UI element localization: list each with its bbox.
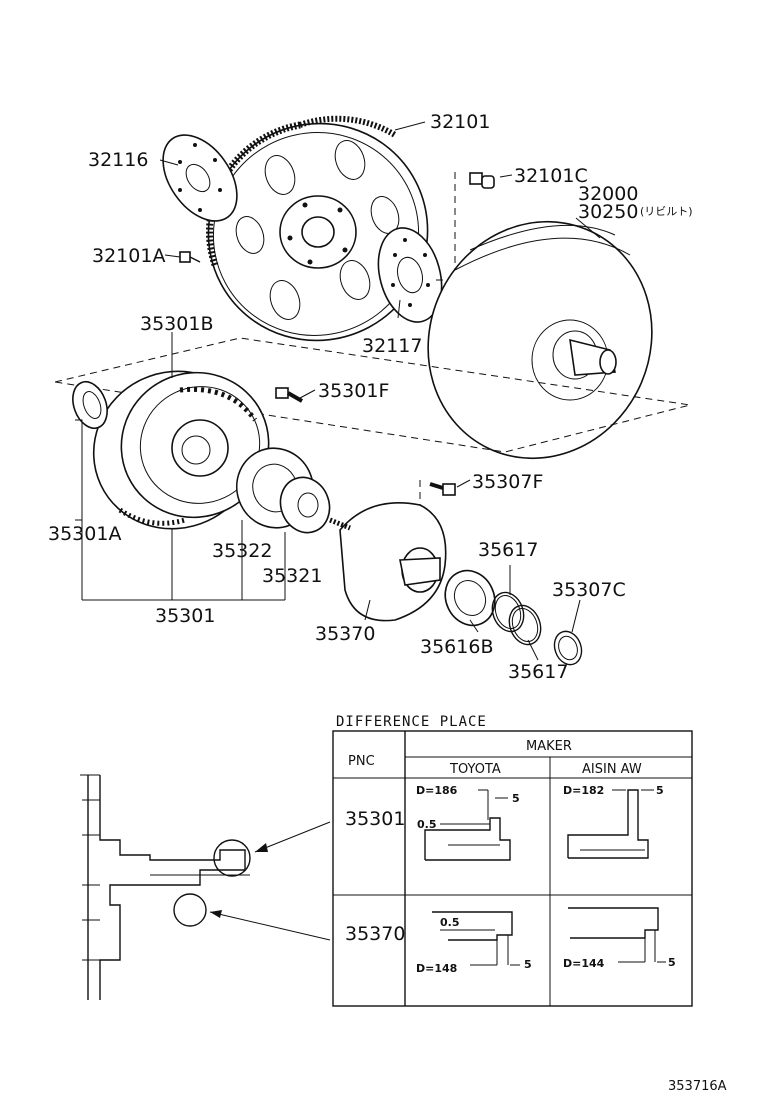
bolt-35301F — [275, 387, 303, 403]
assembly-outline — [54, 337, 691, 453]
label-35322: 35322 — [212, 540, 272, 562]
label-30250: 30250 — [578, 201, 638, 223]
label-32116: 32116 — [88, 149, 148, 171]
label-35301A: 35301A — [48, 523, 121, 545]
difference-table: DIFFERENCE PLACE PNC MAKER TOYOTA AISIN … — [332, 714, 693, 1007]
toyota-35370-d: D=148 — [416, 962, 457, 975]
aisin-35301-b: 5 — [656, 784, 664, 797]
pnc-35370: 35370 — [345, 923, 405, 945]
toyota-35301-d: D=186 — [416, 784, 458, 797]
figure-code: 353716A — [668, 1079, 727, 1094]
maker-aisin-header: AISIN AW — [582, 762, 642, 777]
part-labels: 32101 32116 32101C 32000 30250 (リビルト) 32… — [48, 111, 693, 683]
oil-seal-35301A — [72, 380, 108, 430]
toyota-35301-a: 0.5 — [417, 818, 437, 831]
aisin-35301-d: D=182 — [563, 784, 604, 797]
label-32101: 32101 — [430, 111, 490, 133]
label-35301F: 35301F — [318, 380, 389, 402]
aisin-35370-detail: D=144 5 — [563, 907, 676, 970]
label-35307F: 35307F — [472, 471, 543, 493]
spacer-plate-32116 — [162, 134, 238, 222]
label-35616B: 35616B — [420, 636, 493, 658]
seal-ring-35617-lower — [508, 604, 542, 646]
o-ring-35307C — [553, 630, 583, 666]
label-35301: 35301 — [155, 605, 215, 627]
pnc-header: PNC — [348, 754, 375, 769]
label-35321: 35321 — [262, 565, 322, 587]
label-35307C: 35307C — [552, 579, 626, 601]
stator-shaft-35370 — [329, 502, 447, 622]
thrust-washer-35616B — [444, 569, 496, 627]
drive-plate-32101 — [206, 115, 429, 342]
aisin-35370-b: 5 — [668, 956, 676, 969]
pnc-35301: 35301 — [345, 808, 405, 830]
leader-lines — [75, 121, 601, 661]
label-35370: 35370 — [315, 623, 375, 645]
maker-header: MAKER — [526, 739, 572, 754]
label-35301B: 35301B — [140, 313, 213, 335]
drive-gear-35321 — [279, 476, 331, 534]
label-35617-upper: 35617 — [478, 539, 538, 561]
label-32000: 32000 — [578, 183, 638, 205]
difference-title: DIFFERENCE PLACE — [336, 714, 487, 730]
bolt-35307F — [419, 480, 456, 505]
maker-toyota-header: TOYOTA — [449, 762, 501, 777]
label-32117: 32117 — [362, 335, 422, 357]
label-30250-note: (リビルト) — [640, 205, 693, 218]
aisin-35301-detail: D=182 5 — [563, 784, 664, 859]
cross-section-view — [80, 774, 331, 1000]
toyota-35370-b: 5 — [524, 958, 532, 971]
torque-converter-32000 — [427, 220, 653, 460]
oil-pump-body-35301 — [92, 370, 270, 530]
bolt-32101A — [179, 251, 201, 263]
toyota-35370-detail: 0.5 D=148 5 — [416, 911, 532, 975]
toyota-35370-a: 0.5 — [440, 916, 460, 929]
aisin-35370-d: D=144 — [563, 957, 605, 970]
toyota-35301-detail: D=186 5 0.5 — [416, 784, 520, 861]
spacer-plate-32117 — [377, 227, 443, 323]
toyota-35301-b: 5 — [512, 792, 520, 805]
label-32101C: 32101C — [514, 165, 588, 187]
label-32101A: 32101A — [92, 245, 165, 267]
label-35617-lower: 35617 — [508, 661, 568, 683]
